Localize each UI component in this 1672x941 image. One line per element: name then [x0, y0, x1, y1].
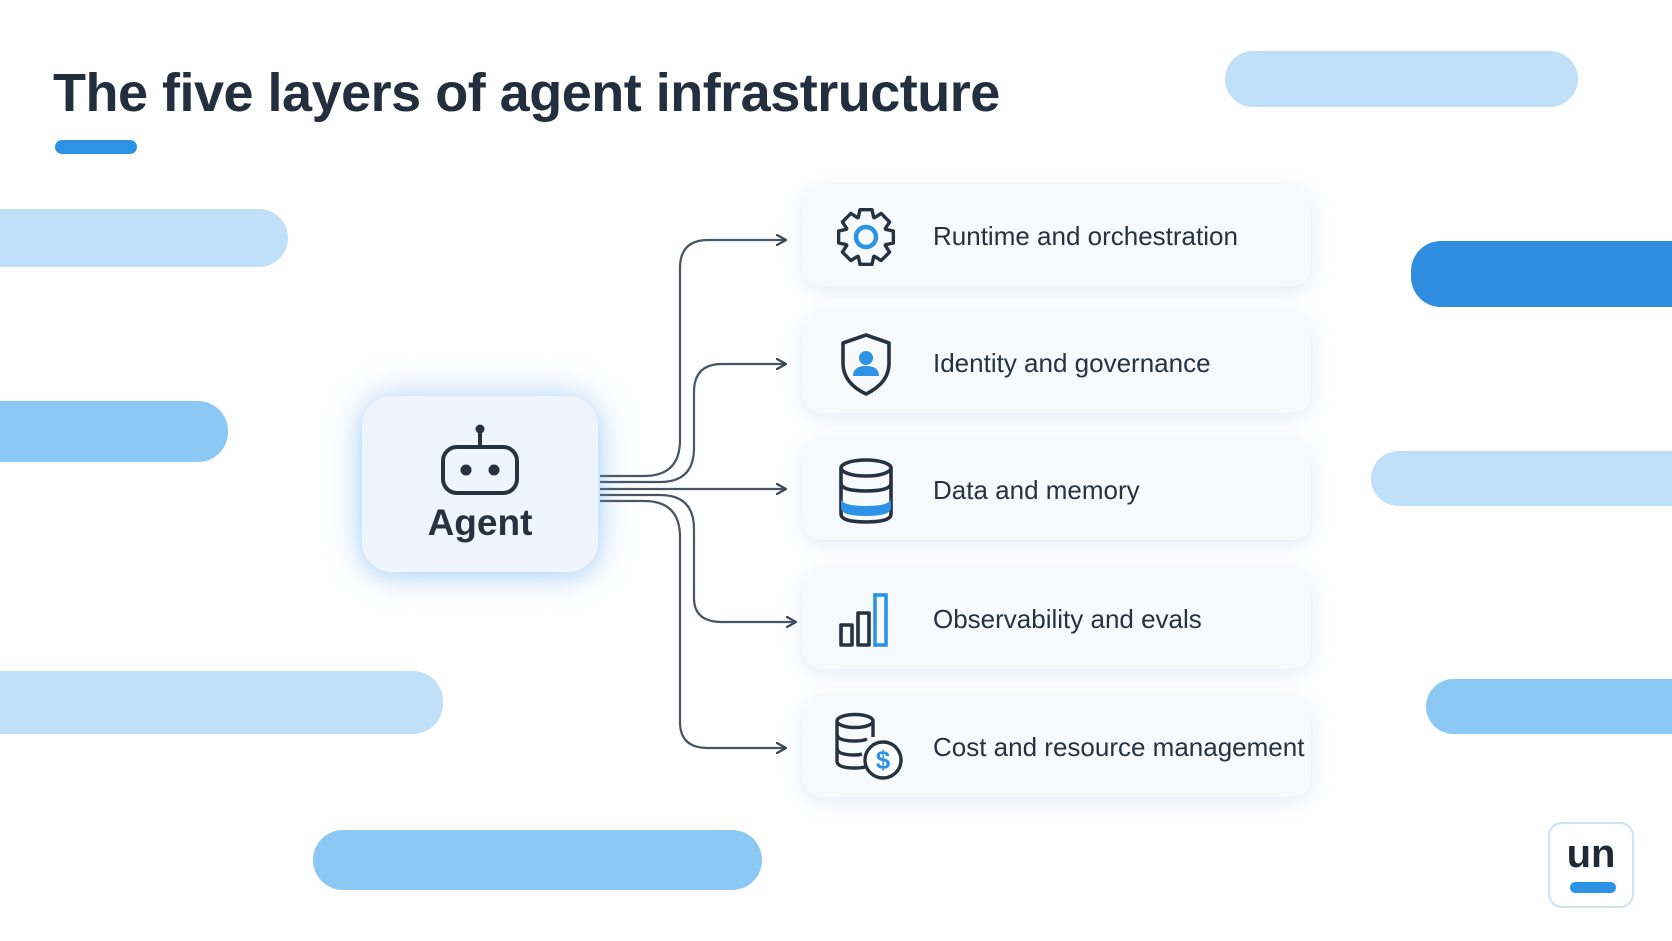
bar-chart-icon: [839, 593, 888, 647]
layer-card-identity: Identity and governance: [803, 313, 1311, 413]
logo-text: un: [1566, 832, 1616, 876]
layer-label-identity: Identity and governance: [933, 348, 1211, 378]
coins-dollar-icon: $: [835, 712, 903, 780]
decor-pill-left-1: [0, 209, 288, 267]
layer-card-data: Data and memory: [803, 440, 1311, 540]
connector-runtime: [600, 240, 786, 478]
decor-pill-top-right: [1225, 51, 1578, 107]
layer-card-runtime: Runtime and orchestration: [803, 186, 1311, 286]
decor-pill-right-1: [1411, 241, 1672, 307]
connector-identity: [600, 364, 786, 484]
layer-card-observability: Observability and evals: [803, 569, 1311, 669]
decor-pill-bottom: [313, 830, 762, 890]
database-icon: [839, 458, 893, 524]
svg-text:$: $: [876, 745, 891, 775]
shield-user-icon: [841, 333, 891, 396]
connector-cost: [600, 499, 786, 748]
layer-label-runtime: Runtime and orchestration: [933, 221, 1238, 251]
gear-icon: [836, 207, 896, 267]
page-title: The five layers of agent infrastructure: [53, 63, 1000, 123]
agent-label: Agent: [427, 502, 533, 543]
decor-pill-left-2: [0, 401, 228, 462]
layer-label-data: Data and memory: [933, 475, 1140, 505]
decor-pill-right-3: [1426, 679, 1672, 734]
decor-pill-right-2: [1371, 451, 1672, 506]
connector-observability: [600, 493, 796, 622]
logo-underline: [1570, 882, 1616, 893]
title-underline: [55, 140, 137, 154]
layer-label-cost: Cost and resource management: [933, 732, 1305, 762]
agent-node: Agent: [362, 396, 598, 572]
layer-card-cost: $ Cost and resource management: [803, 697, 1311, 797]
decor-pill-left-3: [0, 671, 443, 734]
layer-label-observability: Observability and evals: [933, 604, 1202, 634]
robot-icon: [441, 424, 519, 495]
brand-logo: un: [1548, 822, 1634, 908]
